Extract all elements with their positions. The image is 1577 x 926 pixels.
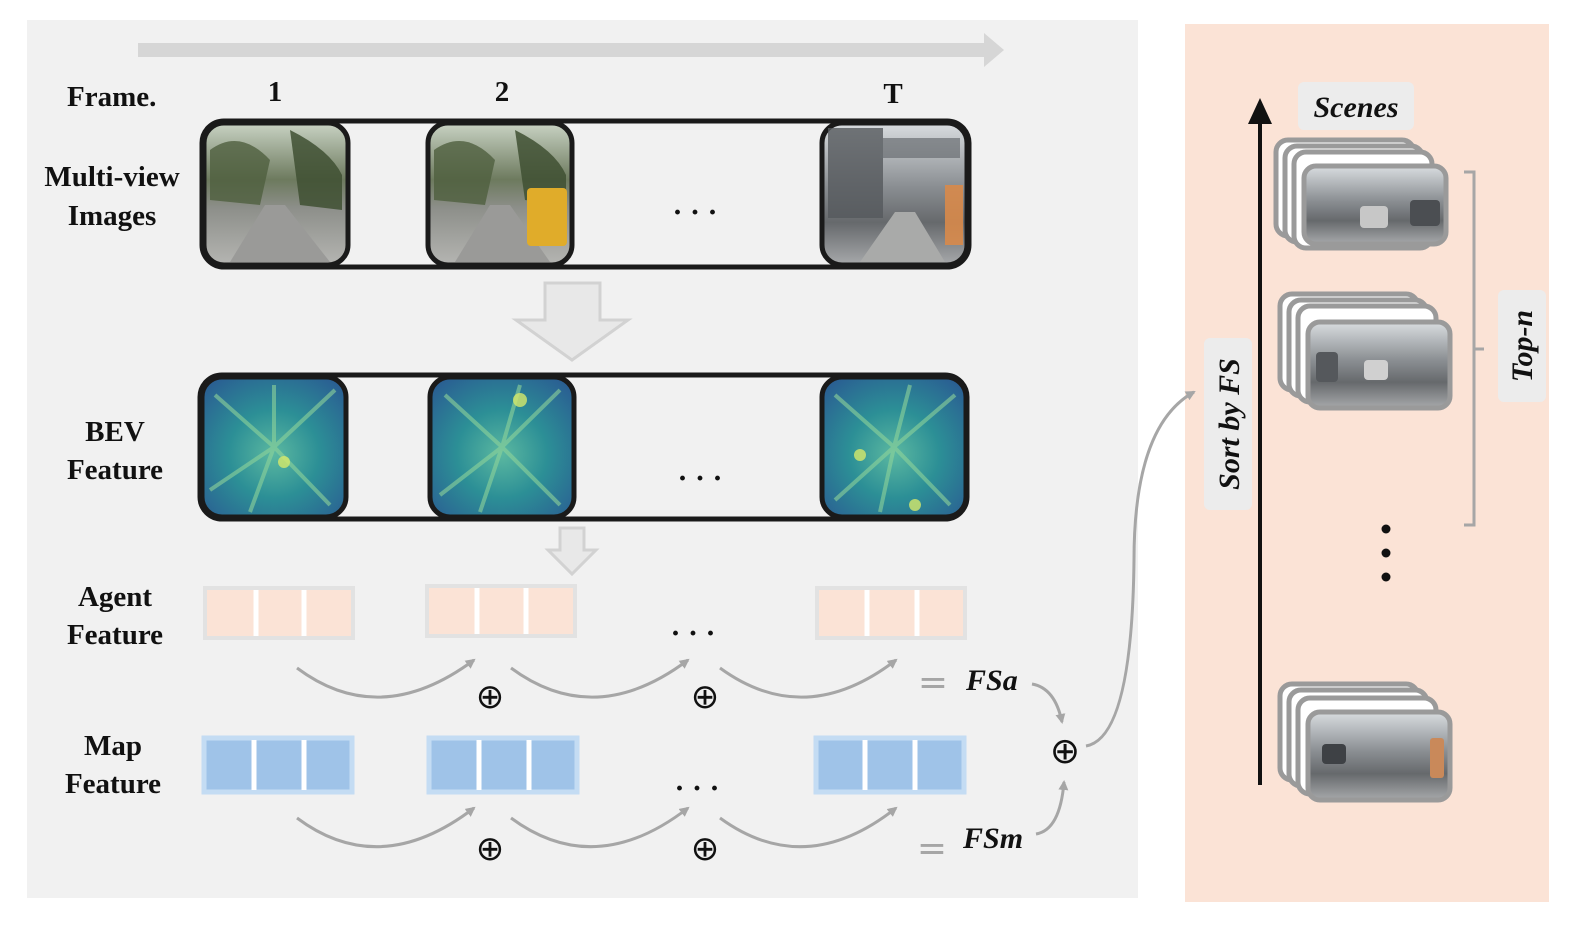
bev-map-frame-t xyxy=(819,374,969,520)
agent-ellipsis: · · · xyxy=(670,617,715,650)
down-arrow-large xyxy=(511,281,633,362)
sort-by-fs-label: Sort by FS xyxy=(1213,358,1246,490)
multiview-images-strip: · · · xyxy=(199,118,972,270)
camera-image-frame-2 xyxy=(425,120,575,268)
map-feature-2 xyxy=(426,735,580,795)
sort-axis-arrow xyxy=(1248,98,1272,785)
map-label-line2: Feature xyxy=(65,768,161,800)
agent-accumulation-arrows xyxy=(296,658,898,699)
bev-label-line2: Feature xyxy=(67,454,163,486)
agent-equals: = xyxy=(918,662,948,703)
camera-image-frame-t xyxy=(819,120,970,268)
frame-number-1: 1 xyxy=(268,76,283,108)
bev-label-line1: BEV xyxy=(85,416,145,448)
bev-feature-strip: · · · xyxy=(197,372,970,522)
camera-image-frame-1 xyxy=(201,120,351,268)
map-feature-1 xyxy=(201,735,355,795)
scene-stack-2 xyxy=(1277,291,1453,411)
frame-number-t: T xyxy=(883,78,902,110)
scenes-label: Scenes xyxy=(1314,91,1399,124)
multiview-label-line1: Multi-view xyxy=(44,161,179,193)
vertical-ellipsis xyxy=(1381,524,1391,582)
scenes-label-box xyxy=(1298,82,1414,130)
scene-stack-1 xyxy=(1273,137,1449,251)
fsa-label: FSa xyxy=(965,664,1018,697)
agent-label-line2: Feature xyxy=(67,619,163,651)
scene-stack-3 xyxy=(1277,681,1453,803)
fsm-label: FSm xyxy=(962,822,1023,855)
topn-bracket xyxy=(1464,170,1484,527)
combine-oplus: ⊕ xyxy=(1050,731,1080,772)
agent-feature-1 xyxy=(203,586,355,640)
map-oplus-2: ⊕ xyxy=(691,829,720,869)
agent-feature-2 xyxy=(425,584,577,638)
agent-oplus-1: ⊕ xyxy=(476,677,505,717)
map-label-line1: Map xyxy=(84,730,142,762)
down-arrow-small xyxy=(544,526,600,577)
combine-arrows xyxy=(1031,390,1196,836)
sort-label-box xyxy=(1204,338,1252,510)
bev-map-frame-2 xyxy=(427,374,577,520)
multiview-ellipsis: · · · xyxy=(672,196,717,229)
map-equals: = xyxy=(917,828,947,869)
map-feature-t xyxy=(813,735,967,795)
agent-oplus-2: ⊕ xyxy=(691,677,720,717)
frame-label: Frame. xyxy=(67,81,156,113)
frame-number-2: 2 xyxy=(495,76,510,108)
agent-feature-t xyxy=(815,586,967,640)
map-oplus-1: ⊕ xyxy=(476,829,505,869)
bev-map-frame-1 xyxy=(199,374,349,520)
timeline-arrow xyxy=(138,33,1004,67)
topn-label: Top-n xyxy=(1506,310,1539,382)
bev-ellipsis: · · · xyxy=(677,462,722,495)
map-ellipsis: · · · xyxy=(674,772,719,805)
map-accumulation-arrows xyxy=(296,806,898,849)
topn-label-box xyxy=(1498,290,1546,402)
agent-label-line1: Agent xyxy=(78,581,152,613)
multiview-label-line2: Images xyxy=(68,200,157,232)
